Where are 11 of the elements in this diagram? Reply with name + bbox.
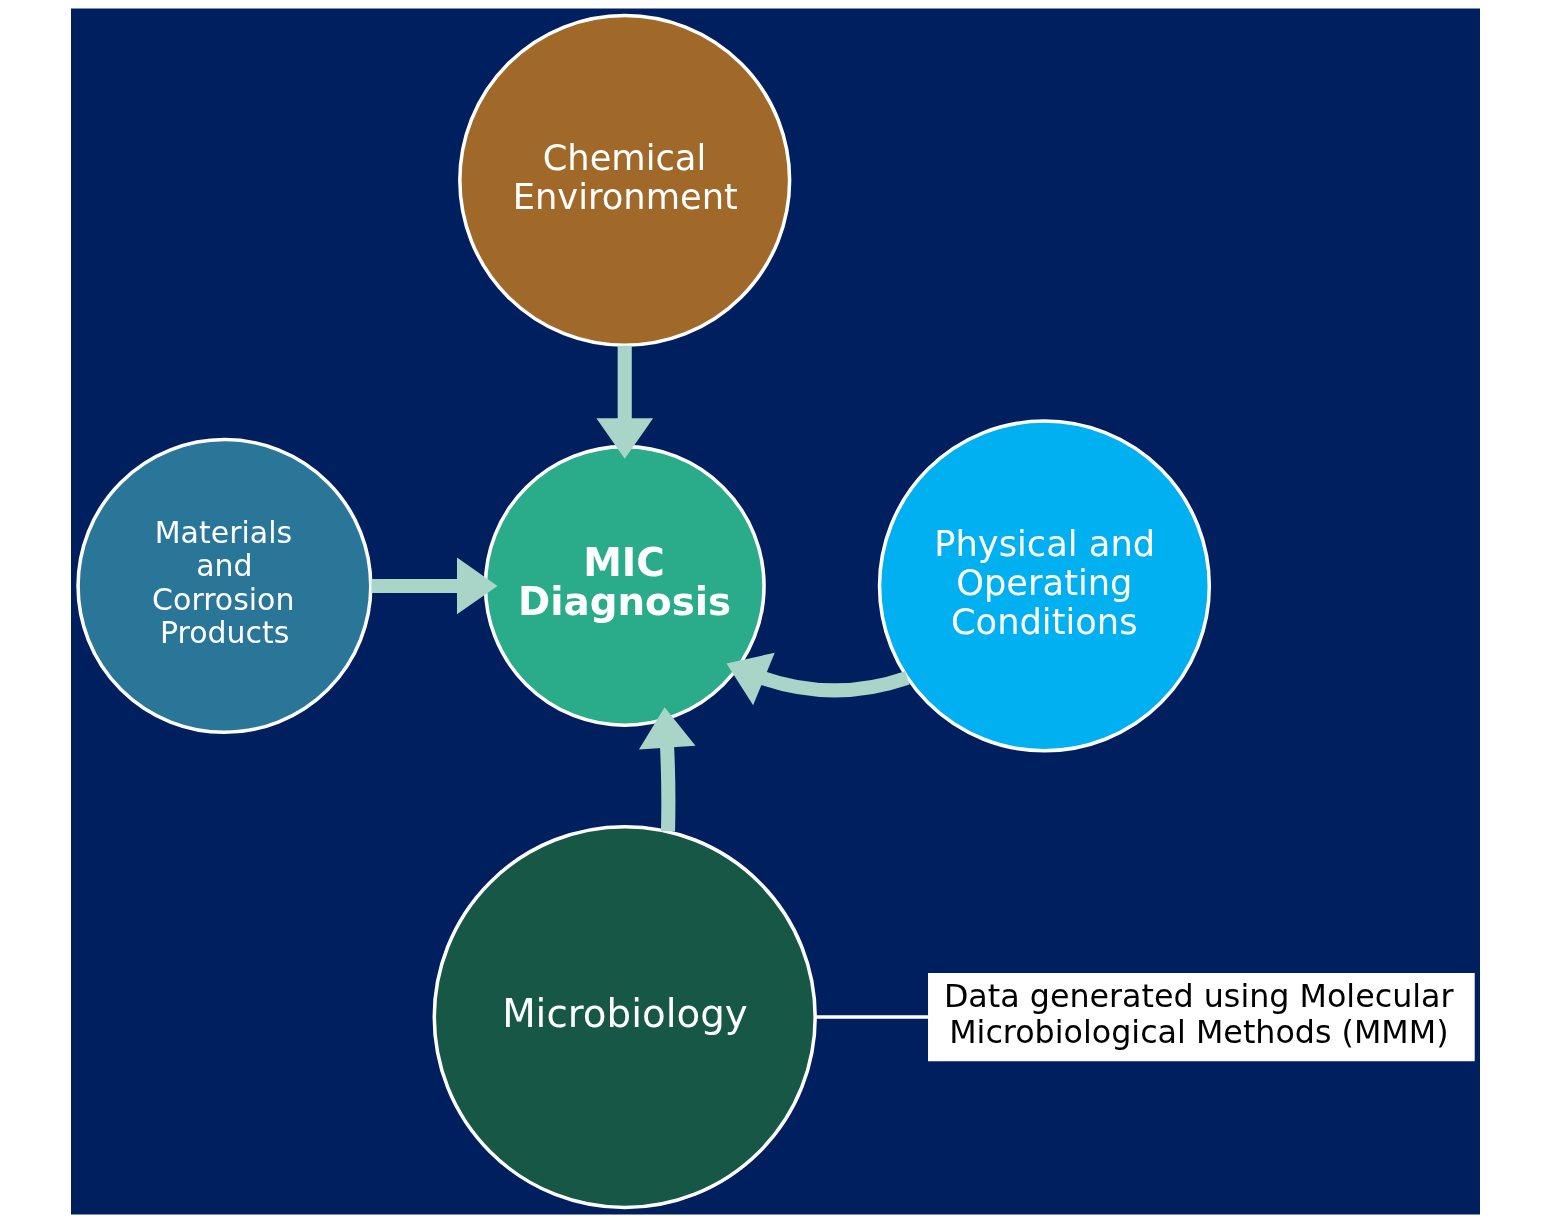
connector	[815, 1015, 929, 1019]
node-circle: Materials and Corrosion Products	[75, 437, 373, 735]
node-circle: MIC Diagnosis	[483, 444, 766, 727]
arrow	[595, 345, 653, 459]
arrow	[370, 557, 497, 615]
arrow	[726, 652, 909, 706]
node-circle: Chemical Environment	[457, 13, 791, 347]
node-circle: Physical and Operating Conditions	[877, 419, 1211, 753]
node-circle: Microbiology	[432, 824, 817, 1210]
node-box: Data generated using Molecular Microbiological Methods (MMM)	[927, 973, 1475, 1062]
arrow	[638, 707, 695, 832]
